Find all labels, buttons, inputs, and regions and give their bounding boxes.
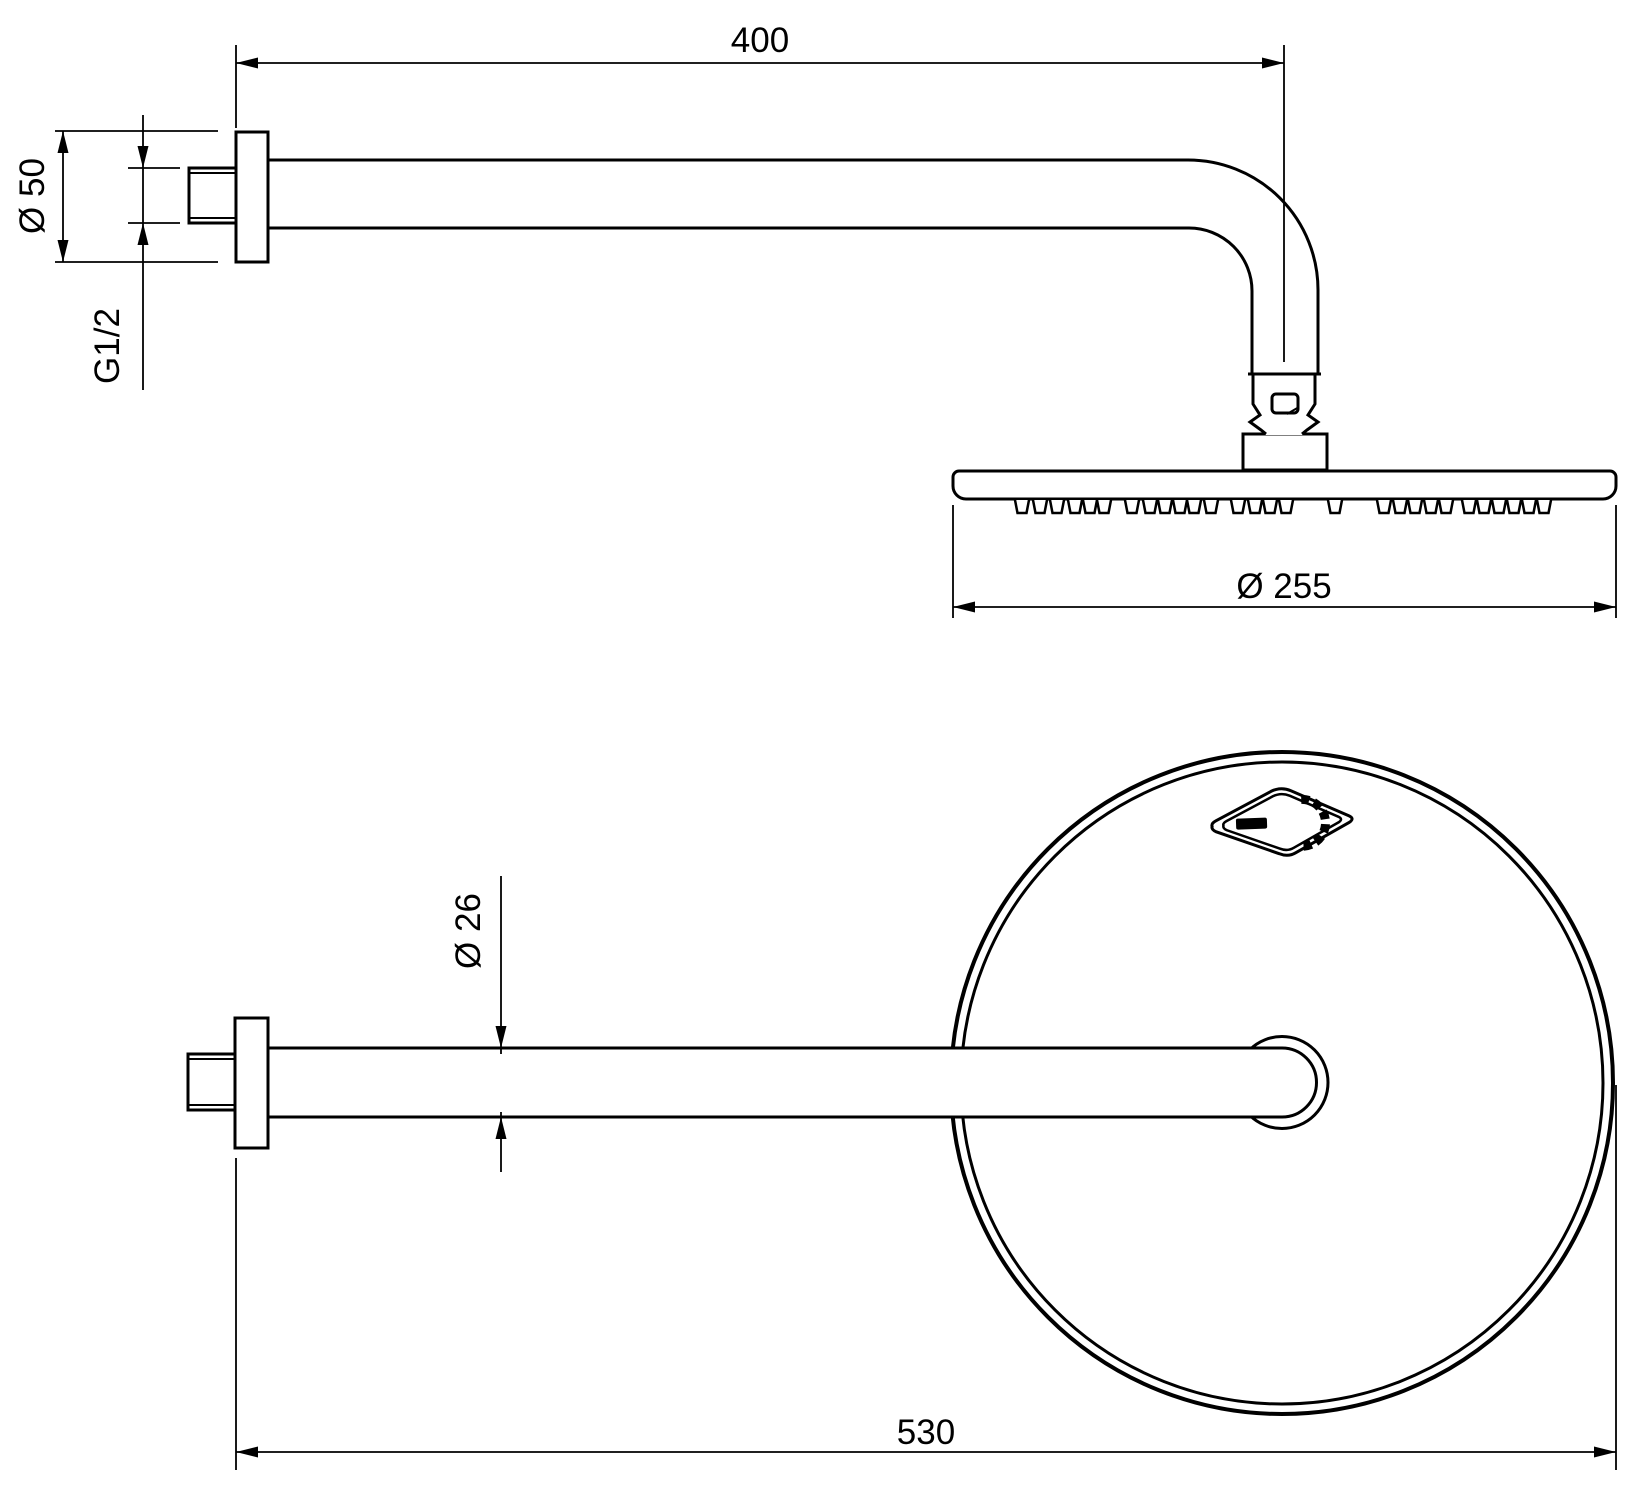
nozzle — [1261, 499, 1279, 515]
thread-stub-side — [187, 166, 238, 225]
shower-arm-side — [268, 158, 1320, 374]
arrowhead-left — [236, 1446, 258, 1458]
nozzle — [1123, 499, 1141, 515]
arrowhead-down — [495, 1026, 507, 1048]
nozzle — [1520, 499, 1538, 515]
arrowhead-up — [137, 223, 149, 245]
dimension-head-diameter-label: Ø 255 — [1236, 567, 1331, 606]
nozzle — [1277, 499, 1295, 515]
logo-bar-glyph — [1235, 817, 1268, 830]
flange-plate-side — [234, 130, 270, 264]
nozzle — [1081, 499, 1099, 515]
top-view: Ø 26 530 — [186, 750, 1617, 1470]
wall-flange-side — [187, 130, 270, 264]
connector-nut — [1241, 372, 1329, 472]
dimension-thread-size-label: G1/2 — [88, 308, 127, 384]
shower-head-profile — [951, 469, 1618, 501]
arrowhead-right — [1594, 601, 1616, 613]
nozzle — [1505, 499, 1523, 515]
arrowhead-up — [495, 1117, 507, 1139]
nozzle — [1095, 499, 1113, 515]
flange-plate-top — [233, 1016, 270, 1150]
nozzle — [1048, 499, 1066, 515]
nozzle-teeth — [1013, 499, 1553, 515]
dimension-flange-diameter-label: Ø 50 — [13, 158, 52, 234]
shower-arm-outer-edge — [268, 158, 1320, 374]
dimension-thread-size: G1/2 — [88, 115, 180, 390]
nozzle — [1422, 499, 1440, 515]
nozzle — [1475, 499, 1493, 515]
nozzle — [1013, 499, 1031, 515]
dimension-arm-diameter-label: Ø 26 — [449, 893, 488, 969]
nozzle — [1490, 499, 1508, 515]
dimension-flange-diameter: Ø 50 — [13, 130, 218, 263]
shower-arm-top — [268, 1046, 1318, 1119]
thread-stub-top — [186, 1052, 237, 1112]
nozzle — [1185, 499, 1203, 515]
nozzle — [1437, 499, 1455, 515]
dimension-arm-length: 400 — [235, 21, 1285, 362]
nozzle — [1246, 499, 1264, 515]
nozzle — [1326, 499, 1344, 515]
nozzle — [1066, 499, 1084, 515]
dimension-arm-diameter: Ø 26 — [449, 876, 507, 1172]
nozzle — [1031, 499, 1049, 515]
arrowhead-right — [1594, 1446, 1616, 1458]
dimension-arm-length-label: 400 — [731, 21, 789, 60]
shower-arm-body — [268, 160, 1318, 374]
side-view: 400 Ø 50 G1/2 Ø 255 — [13, 21, 1618, 618]
badge-outer-outline — [1210, 787, 1354, 857]
arm-top-outline — [268, 1046, 1318, 1119]
connector-window — [1270, 392, 1300, 415]
nozzle — [1202, 499, 1220, 515]
nozzle — [1375, 499, 1393, 515]
dimension-total-projection: 530 — [235, 1085, 1617, 1470]
shower-arm-inner-edge — [268, 226, 1254, 374]
nozzle — [1156, 499, 1174, 515]
connector-window-notch — [1286, 406, 1300, 415]
arrowhead-left — [953, 601, 975, 613]
arrowhead-down — [57, 240, 69, 262]
dimension-head-diameter: Ø 255 — [952, 505, 1617, 618]
nozzle — [1535, 499, 1553, 515]
nozzle — [1406, 499, 1424, 515]
nozzle — [1229, 499, 1247, 515]
arm-top-fill — [268, 1048, 1317, 1117]
brand-badge — [1210, 787, 1354, 857]
nozzle — [1391, 499, 1409, 515]
connector-nut-outline — [1247, 374, 1321, 436]
arrowhead-up — [57, 131, 69, 153]
arrowhead-left — [236, 57, 258, 69]
arrowhead-right — [1262, 57, 1284, 69]
nozzle — [1460, 499, 1478, 515]
wall-flange-top — [186, 1016, 270, 1150]
arrowhead-down — [137, 146, 149, 168]
badge-inner-outline — [1222, 792, 1343, 852]
dimension-total-projection-label: 530 — [897, 1413, 955, 1452]
connector-base — [1241, 432, 1329, 472]
nozzle — [1171, 499, 1189, 515]
nozzle — [1141, 499, 1159, 515]
